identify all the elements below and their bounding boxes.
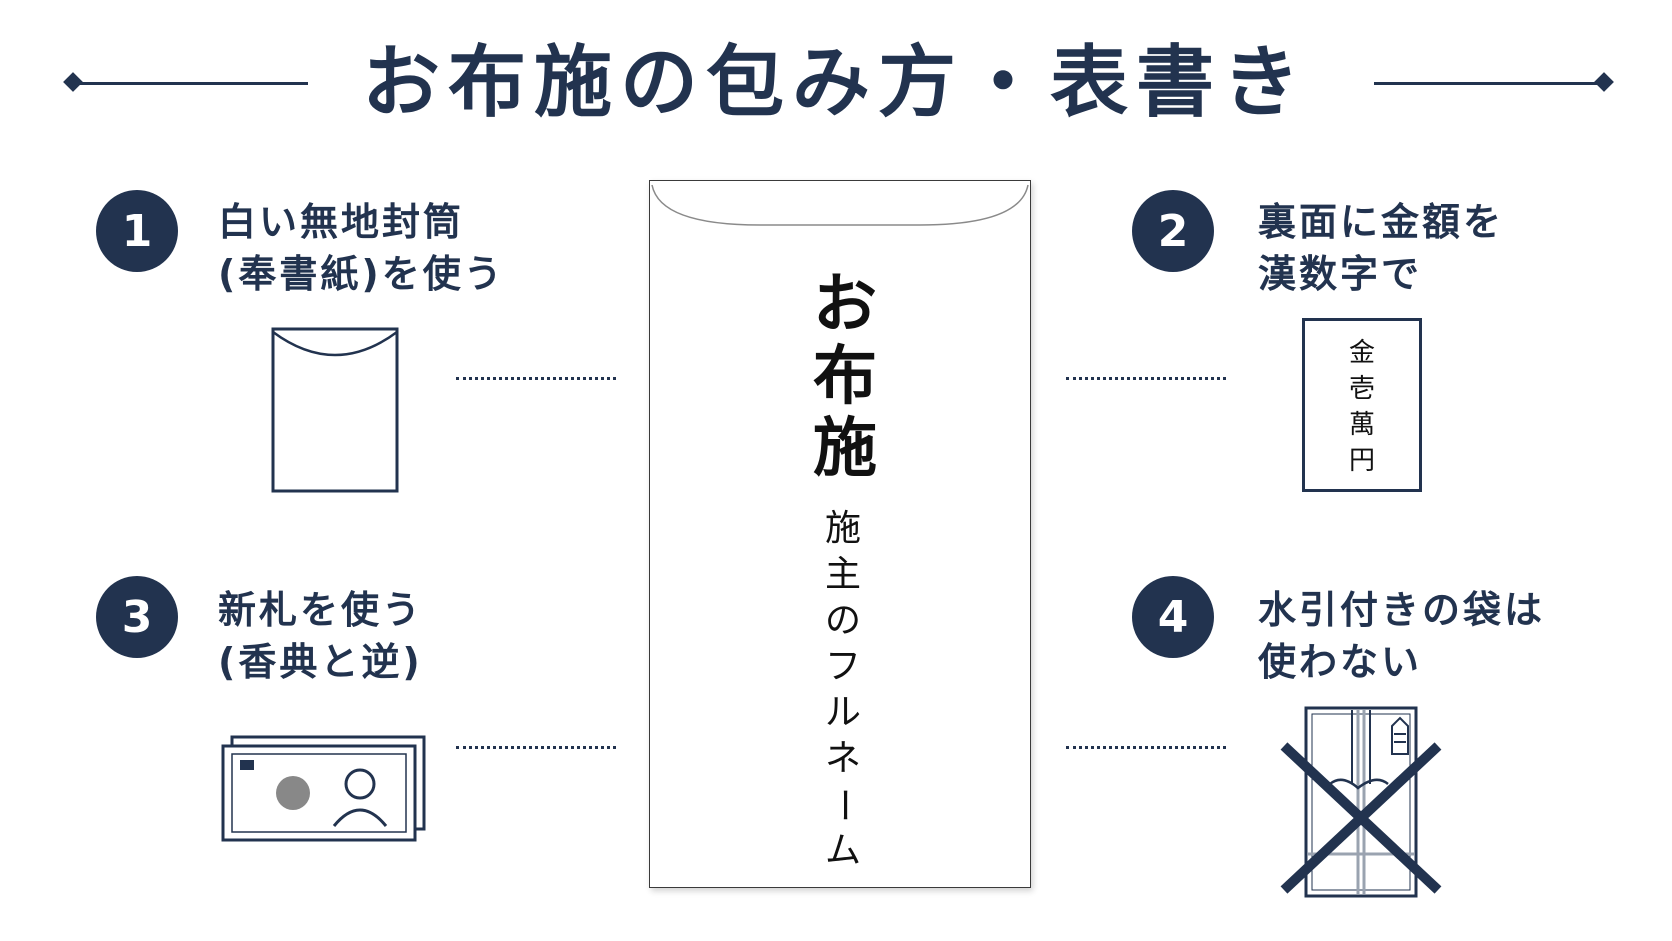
envelope-name-char-8: ム [824, 830, 861, 871]
banknote-icon [221, 735, 426, 842]
step-3-number: 3 [96, 576, 178, 658]
step-1-line-2: (奉書紙)を使う [218, 252, 505, 296]
step-2-text: 裏面に金額を 漢数字で [1258, 196, 1504, 300]
envelope-main-char-1: お [813, 267, 877, 342]
title-line-left [72, 82, 308, 85]
step-2-line-1: 裏面に金額を [1258, 200, 1505, 244]
envelope-name-char-1: 施 [824, 508, 861, 549]
step-3-line-2: (香典と逆) [218, 640, 423, 684]
connector-dots-1 [456, 377, 616, 380]
connector-dots-3 [456, 746, 616, 749]
envelope-name-char-6: ネ [824, 738, 861, 779]
amount-char-2: 壱 [1348, 374, 1375, 404]
step-1-text: 白い無地封筒 (奉書紙)を使う [218, 196, 505, 300]
envelope-name-char-5: ル [824, 692, 861, 733]
step-4-line-2: 使わない [1258, 640, 1423, 684]
envelope-name-char-4: フ [824, 646, 861, 687]
connector-dots-4 [1066, 746, 1226, 749]
envelope-name-char-2: 主 [824, 554, 861, 595]
crossed-mizuhiki-envelope-icon [1280, 706, 1442, 898]
title-diamond-right [1594, 72, 1614, 92]
envelope-name-inscription: 施 主 の フ ル ネ ー ム [820, 506, 866, 874]
step-4-text: 水引付きの袋は 使わない [1258, 584, 1545, 688]
title-line-right [1374, 82, 1600, 85]
envelope-main-inscription: お 布 施 [810, 269, 880, 485]
envelope-main-char-3: 施 [813, 411, 877, 486]
page-title: お布施の包み方・表書き [361, 38, 1308, 128]
amount-char-3: 萬 [1348, 410, 1375, 440]
amount-card-icon: 金 壱 萬 円 [1302, 318, 1422, 492]
step-4-line-1: 水引付きの袋は [1258, 588, 1546, 632]
envelope-flap-line [651, 184, 1029, 226]
amount-char-4: 円 [1348, 446, 1375, 476]
envelope-name-char-3: の [824, 600, 861, 641]
step-3-line-1: 新札を使う [218, 588, 424, 632]
step-2-line-2: 漢数字で [1258, 252, 1423, 296]
step-1-number: 1 [96, 190, 178, 272]
title-banner: お布施の包み方・表書き [0, 30, 1672, 140]
envelope-name-char-7: ー [823, 786, 864, 823]
amount-char-1: 金 [1348, 338, 1375, 368]
envelope-main-char-2: 布 [813, 339, 877, 414]
ofuse-envelope: お 布 施 施 主 の フ ル ネ ー ム [649, 180, 1031, 888]
amount-text: 金 壱 萬 円 [1305, 335, 1419, 479]
plain-envelope-icon [271, 327, 399, 493]
step-2-number: 2 [1132, 190, 1214, 272]
step-4-number: 4 [1132, 576, 1214, 658]
connector-dots-2 [1066, 377, 1226, 380]
step-3-text: 新札を使う (香典と逆) [218, 584, 423, 688]
step-1-line-1: 白い無地封筒 [218, 200, 465, 244]
